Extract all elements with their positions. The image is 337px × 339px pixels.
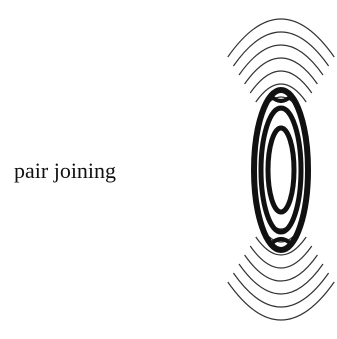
- wavefront-arc-bottom: [228, 282, 334, 320]
- central-bound-pair-rings: [254, 90, 308, 250]
- wavefront-arc-bottom: [233, 273, 328, 307]
- pair-joining-label: pair joining: [14, 158, 116, 184]
- wavefront-arc-top: [228, 19, 334, 57]
- pair-ring: [268, 128, 294, 212]
- pair-joining-wavefront-diagram: [226, 0, 337, 339]
- wavefront-arc-top: [233, 32, 328, 66]
- top-wavefront-arcs: [228, 19, 334, 120]
